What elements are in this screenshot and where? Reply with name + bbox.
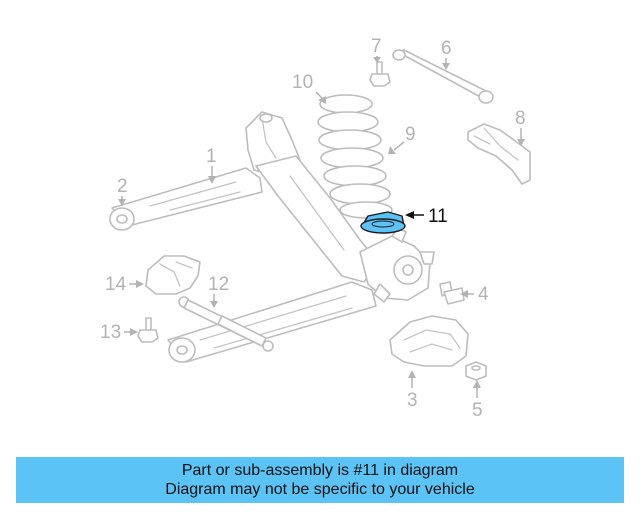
callout-9: 9 [388, 124, 416, 154]
callout-12: 12 [208, 274, 229, 308]
part-13-bolt [137, 317, 159, 343]
svg-text:11: 11 [428, 206, 448, 227]
svg-text:12: 12 [208, 274, 229, 295]
callout-2: 2 [117, 176, 128, 206]
svg-text:14: 14 [105, 274, 127, 295]
part-8-bracket [467, 123, 531, 185]
part-4-bolt [439, 281, 465, 305]
callout-6: 6 [441, 38, 452, 70]
part-12-shock-absorber [178, 296, 274, 352]
part-1-axle-beam [109, 111, 435, 363]
part-7-bolt [369, 61, 391, 87]
callout-10: 10 [292, 72, 326, 104]
part-11-spring-insulator[interactable] [360, 211, 406, 234]
svg-text:3: 3 [407, 390, 418, 411]
svg-text:9: 9 [405, 124, 416, 145]
svg-text:1: 1 [206, 146, 217, 167]
parts-diagram: 1 2 3 4 5 6 7 8 9 10 [100, 36, 531, 421]
callout-1: 1 [206, 146, 217, 184]
part-6-lateral-link [392, 49, 494, 104]
part-10-coil-spring [317, 94, 393, 219]
callout-8: 8 [515, 108, 526, 146]
svg-text:5: 5 [472, 400, 483, 421]
callout-7: 7 [371, 36, 382, 63]
callout-11[interactable]: 11 [405, 206, 448, 227]
svg-text:8: 8 [515, 108, 526, 129]
svg-text:10: 10 [292, 72, 313, 93]
svg-text:13: 13 [100, 322, 121, 343]
svg-text:6: 6 [441, 38, 452, 59]
part-3-mount-bracket [389, 315, 469, 367]
callout-3: 3 [407, 370, 418, 411]
part-14-bracket [145, 255, 201, 295]
banner-line-1: Part or sub-assembly is #11 in diagram [181, 462, 459, 479]
banner-line-2: Diagram may not be specific to your vehi… [165, 481, 475, 498]
svg-text:4: 4 [478, 284, 489, 305]
svg-text:2: 2 [117, 176, 128, 197]
info-banner: Part or sub-assembly is #11 in diagram D… [16, 457, 624, 503]
part-5-nut [465, 361, 487, 381]
callout-13: 13 [100, 322, 138, 343]
svg-text:7: 7 [371, 36, 382, 57]
callout-4: 4 [460, 284, 489, 305]
callout-5: 5 [472, 380, 483, 421]
callout-14: 14 [105, 274, 144, 295]
